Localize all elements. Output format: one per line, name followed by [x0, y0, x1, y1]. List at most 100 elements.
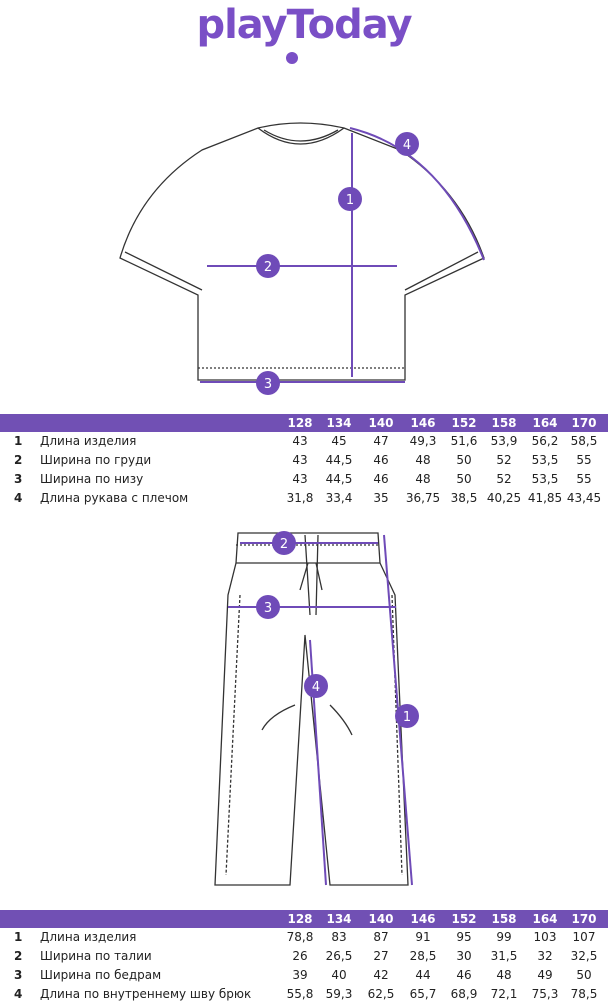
cell-value: 50 [456, 453, 472, 467]
cell-value: 27 [373, 949, 389, 963]
cell-value: 42 [373, 968, 389, 982]
row-label: Ширина по груди [40, 453, 152, 467]
row-number: 2 [14, 453, 23, 467]
row-label: Длина рукава с плечом [40, 491, 189, 505]
size-col: 140 [368, 416, 394, 430]
cell-value: 87 [373, 930, 389, 944]
cell-value: 38,5 [450, 491, 478, 505]
size-col: 128 [287, 912, 313, 926]
cell-value: 65,7 [409, 987, 437, 1001]
cell-value: 53,9 [490, 434, 518, 448]
cell-value: 45 [331, 434, 347, 448]
cell-value: 68,9 [450, 987, 478, 1001]
size-col: 152 [451, 416, 477, 430]
row-number: 4 [14, 491, 23, 505]
marker-3: 3 [264, 377, 272, 392]
pants-size-table: 128 134 140 146 152 158 164 170 1 Длина и… [0, 910, 608, 1004]
cell-value: 78,5 [570, 987, 598, 1001]
cell-value: 56,2 [531, 434, 559, 448]
brand-logo: playToday [196, 2, 412, 48]
cell-value: 91 [415, 930, 431, 944]
size-col: 158 [491, 416, 517, 430]
cell-value: 55,8 [286, 987, 314, 1001]
cell-value: 62,5 [367, 987, 395, 1001]
cell-value: 103 [533, 930, 557, 944]
marker-4: 4 [403, 138, 411, 153]
cell-value: 32 [537, 949, 553, 963]
marker-2: 2 [264, 260, 272, 275]
cell-value: 53,5 [531, 472, 559, 486]
cell-value: 43 [292, 472, 308, 486]
size-col: 146 [410, 912, 436, 926]
size-col: 140 [368, 912, 394, 926]
cell-value: 40 [331, 968, 347, 982]
row-label: Длина изделия [40, 434, 137, 448]
cell-value: 32,5 [570, 949, 598, 963]
cell-value: 78,8 [286, 930, 314, 944]
cell-value: 36,75 [405, 491, 441, 505]
cell-value: 50 [456, 472, 472, 486]
cell-value: 30 [456, 949, 472, 963]
cell-value: 31,8 [286, 491, 314, 505]
cell-value: 44 [415, 968, 431, 982]
table-row: 3 Ширина по низу 43 44,5 46 48 50 52 53,5 55 [0, 470, 608, 489]
marker-1: 1 [346, 193, 354, 208]
cell-value: 55 [576, 453, 592, 467]
pants-diagram: 1 2 3 4 [214, 531, 419, 886]
marker-4: 4 [312, 680, 320, 695]
tshirt-diagram: 1 2 3 4 [119, 122, 485, 395]
cell-value: 44,5 [325, 472, 353, 486]
cell-value: 31,5 [490, 949, 518, 963]
cell-value: 47 [373, 434, 389, 448]
cell-value: 52 [496, 472, 512, 486]
cell-value: 43 [292, 434, 308, 448]
row-label: Ширина по низу [40, 472, 144, 486]
cell-value: 52 [496, 453, 512, 467]
cell-value: 49,3 [409, 434, 437, 448]
cell-value: 46 [373, 453, 389, 467]
cell-value: 28,5 [409, 949, 437, 963]
cell-value: 46 [373, 472, 389, 486]
row-number: 1 [14, 930, 23, 944]
row-number: 1 [14, 434, 23, 448]
size-header: 128 134 140 146 152 158 164 170 [0, 414, 608, 432]
cell-value: 55 [576, 472, 592, 486]
cell-value: 59,3 [325, 987, 353, 1001]
size-col: 170 [571, 912, 597, 926]
cell-value: 39 [292, 968, 308, 982]
cell-value: 53,5 [531, 453, 559, 467]
cell-value: 50 [576, 968, 592, 982]
cell-value: 41,85 [527, 491, 563, 505]
shirt-size-table: 128 134 140 146 152 158 164 170 1 Длина и… [0, 414, 608, 508]
cell-value: 48 [415, 453, 431, 467]
row-label: Ширина по бедрам [40, 968, 162, 982]
size-header: 128 134 140 146 152 158 164 170 [0, 910, 608, 928]
row-number: 3 [14, 472, 23, 486]
cell-value: 48 [415, 472, 431, 486]
cell-value: 44,5 [325, 453, 353, 467]
marker-3: 3 [264, 601, 272, 616]
size-col: 134 [326, 912, 352, 926]
cell-value: 40,25 [486, 491, 522, 505]
size-col: 158 [491, 912, 517, 926]
row-number: 2 [14, 949, 23, 963]
cell-value: 49 [537, 968, 553, 982]
cell-value: 95 [456, 930, 472, 944]
size-col: 134 [326, 416, 352, 430]
cell-value: 46 [456, 968, 472, 982]
row-number: 4 [14, 987, 23, 1001]
cell-value: 99 [496, 930, 512, 944]
cell-value: 51,6 [450, 434, 478, 448]
cell-value: 83 [331, 930, 347, 944]
marker-1: 1 [403, 710, 411, 725]
cell-value: 48 [496, 968, 512, 982]
cell-value: 26,5 [325, 949, 353, 963]
row-label: Длина изделия [40, 930, 137, 944]
cell-value: 72,1 [490, 987, 518, 1001]
cell-value: 107 [572, 930, 596, 944]
cell-value: 35 [373, 491, 389, 505]
